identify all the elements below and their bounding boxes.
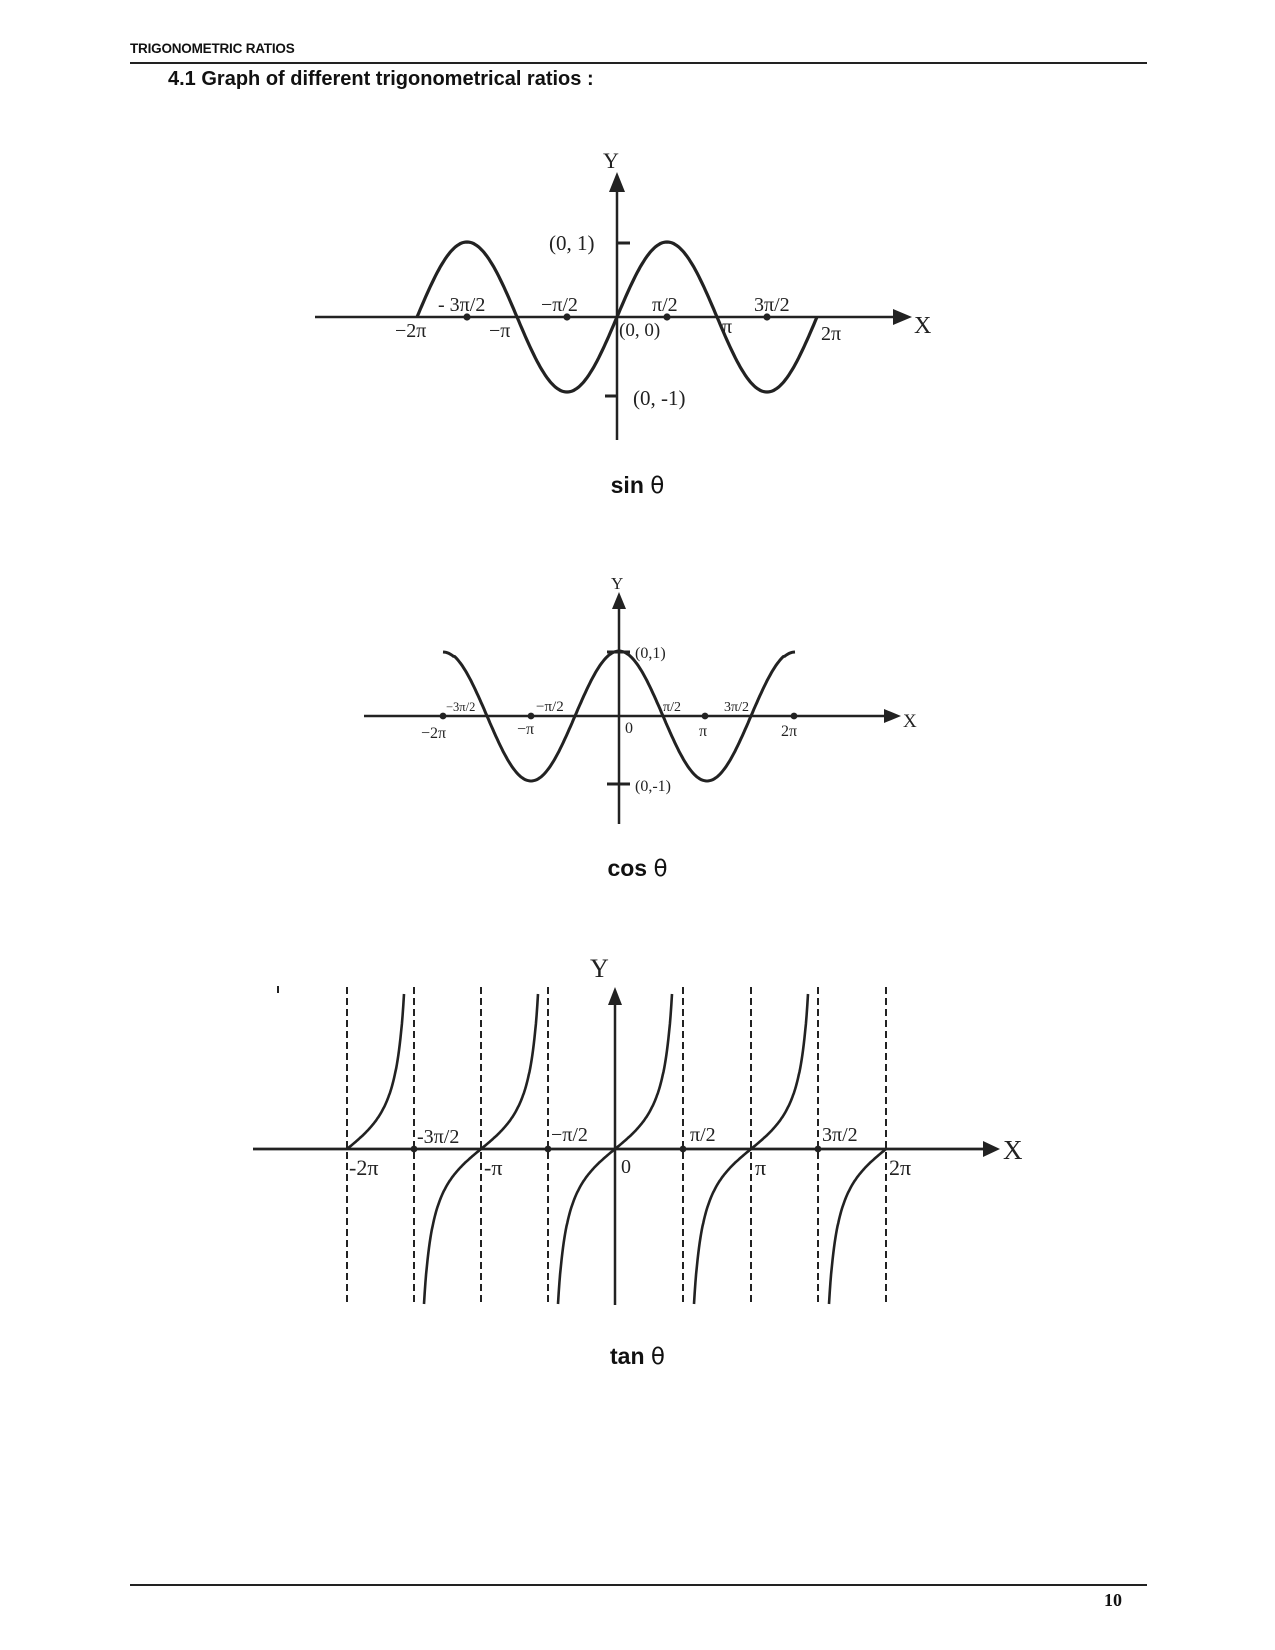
tick-label: 2π <box>889 1155 911 1180</box>
tick-label: - 3π/2 <box>438 294 485 316</box>
y-axis-label: Y <box>603 148 619 173</box>
point-marker <box>527 712 535 720</box>
sin-graph-canvas: Y X (0, 1) (0, -1) (0, 0) - 3π/2 −π/2 π/… <box>315 148 931 440</box>
tan-branch <box>692 1148 752 1305</box>
tick-label: −π <box>517 721 534 738</box>
tick-label: 3π/2 <box>754 294 790 316</box>
sin-curve <box>415 240 819 394</box>
point-marker <box>544 1145 552 1153</box>
y-axis-arrow-icon <box>608 987 622 1005</box>
tan-graph: Y X 0 -3π/2 −π/2 π/2 3π/2 -2π -π π 2π ta… <box>0 954 1275 1370</box>
origin-label: 0 <box>625 720 633 737</box>
tick-label: -2π <box>349 1155 378 1180</box>
tick-label: −2π <box>421 725 446 742</box>
cos-graph: Y X (0,1) (0,-1) 0 −3π/2 −π/2 π/2 3π/2 −… <box>0 574 1275 882</box>
point-marker <box>763 313 771 321</box>
tick-label: π/2 <box>690 1124 716 1146</box>
section-heading: 4.1 Graph of different trigonometrical r… <box>168 68 594 90</box>
point-marker <box>439 712 447 720</box>
x-axis-label: X <box>1003 1135 1023 1165</box>
x-axis-arrow-icon <box>884 709 901 723</box>
point-label-bottom: (0,-1) <box>635 778 671 795</box>
caption-variable: θ <box>653 856 668 882</box>
page-number: 10 <box>1104 1590 1122 1610</box>
tan-branch <box>556 1148 616 1305</box>
point-marker <box>790 712 798 720</box>
y-axis-arrow-icon <box>612 592 626 609</box>
tick-label: π <box>755 1155 766 1180</box>
sin-graph: Y X (0, 1) (0, -1) (0, 0) - 3π/2 −π/2 π/… <box>0 0 1275 520</box>
point-label-bottom: (0, -1) <box>633 386 685 410</box>
tan-branch <box>750 993 810 1150</box>
tick-label: -3π/2 <box>417 1126 459 1148</box>
tick-label: 2π <box>821 323 841 345</box>
tan-branch <box>827 1148 887 1305</box>
tick-label: π <box>699 723 707 740</box>
tick-label: −2π <box>395 320 426 342</box>
x-axis-label: X <box>914 313 931 339</box>
tick-label: π/2 <box>663 700 681 715</box>
tan-curves <box>346 993 887 1305</box>
tick-label: π <box>722 316 732 338</box>
tan-branch <box>614 993 674 1150</box>
x-axis-label: X <box>903 711 917 732</box>
caption-variable: θ <box>650 473 665 499</box>
point-marker <box>563 313 571 321</box>
tick-label: −π <box>489 320 510 342</box>
cos-graph-canvas: Y X (0,1) (0,-1) 0 −3π/2 −π/2 π/2 3π/2 −… <box>364 574 917 824</box>
point-label-top: (0, 1) <box>549 231 595 255</box>
header-rule <box>130 62 1147 64</box>
caption-variable: θ <box>650 1344 665 1370</box>
tick-label: −π/2 <box>551 1124 588 1146</box>
y-axis-label: Y <box>590 954 609 983</box>
tan-branch <box>422 1148 482 1305</box>
tan-caption: tan θ <box>0 1343 1275 1370</box>
stray-mark <box>277 986 279 993</box>
point-marker <box>463 313 471 321</box>
caption-function: tan <box>610 1343 645 1369</box>
cos-curve <box>442 649 796 783</box>
tick-label: −3π/2 <box>446 700 475 714</box>
tan-branch <box>346 993 406 1150</box>
tick-label: π/2 <box>652 294 678 316</box>
point-marker <box>679 1145 687 1153</box>
tick-label: 3π/2 <box>822 1124 858 1146</box>
tan-graph-canvas: Y X 0 -3π/2 −π/2 π/2 3π/2 -2π -π π 2π <box>253 954 1023 1305</box>
y-axis-arrow-icon <box>609 172 625 192</box>
tick-label: −π/2 <box>541 294 578 316</box>
caption-function: sin <box>610 472 644 498</box>
tan-branch <box>480 993 540 1150</box>
point-marker <box>701 712 709 720</box>
y-axis-label: Y <box>611 574 623 593</box>
sin-caption: sin θ <box>0 472 1275 499</box>
point-marker <box>663 313 671 321</box>
caption-function: cos <box>607 855 648 881</box>
point-marker <box>410 1145 418 1153</box>
cos-caption: cos θ <box>0 855 1275 882</box>
x-axis-arrow-icon <box>983 1141 1000 1157</box>
running-title: TRIGONOMETRIC RATIOS <box>130 41 295 56</box>
footer-rule <box>130 1584 1147 1586</box>
tick-label: -π <box>484 1155 502 1180</box>
point-marker <box>814 1145 822 1153</box>
x-axis-arrow-icon <box>893 309 912 325</box>
tick-label: 3π/2 <box>724 700 749 715</box>
tick-label: −π/2 <box>536 699 564 715</box>
point-label-top: (0,1) <box>635 645 666 662</box>
origin-label: (0, 0) <box>619 320 660 341</box>
tick-label: 2π <box>781 723 797 740</box>
origin-label: 0 <box>621 1156 631 1178</box>
